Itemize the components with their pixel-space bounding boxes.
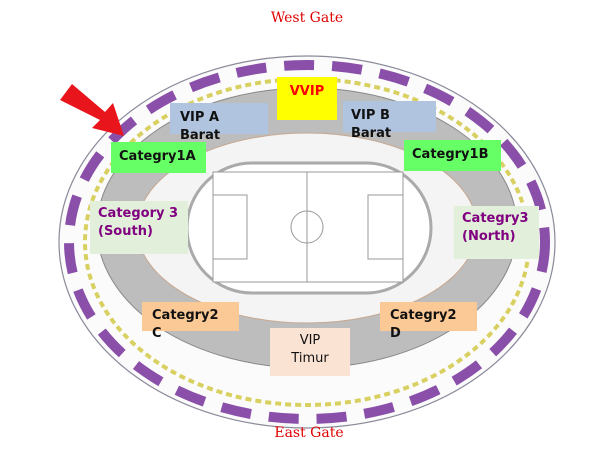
zone-label: Categry2 C <box>152 308 219 341</box>
zone-label: VIP <box>299 333 321 348</box>
zone-label: VVIP <box>289 84 325 99</box>
zone-category-3-north[interactable]: Categry3 (North) <box>454 206 539 259</box>
zone-vip-a-barat[interactable]: VIP A Barat <box>170 103 268 143</box>
zone-label: Categry1B <box>412 147 489 162</box>
zone-category-1b[interactable]: Categry1B <box>404 140 501 171</box>
penalty-box-right <box>367 194 404 260</box>
zone-vip-b-barat[interactable]: VIP B Barat <box>343 101 436 141</box>
zone-label: VIP A Barat <box>180 110 221 143</box>
west-gate-label: West Gate <box>270 10 344 26</box>
penalty-box-left <box>212 194 248 260</box>
zone-label: Categry2 D <box>390 308 457 341</box>
zone-label: Categry3 <box>462 211 529 226</box>
center-circle <box>290 210 324 244</box>
zone-vip-timur[interactable]: VIP Timur <box>270 328 350 376</box>
zone-vvip[interactable]: VVIP <box>277 77 337 120</box>
zone-category-1a[interactable]: Categry1A <box>111 142 206 173</box>
field <box>212 171 404 283</box>
zone-label: VIP B Barat <box>351 108 392 141</box>
zone-sublabel: (North) <box>462 229 516 244</box>
zone-label: Categry1A <box>119 149 196 164</box>
zone-category-3-south[interactable]: Category 3 (South) <box>90 201 188 254</box>
purple-concourse <box>64 60 550 424</box>
east-gate-label: East Gate <box>274 425 344 441</box>
zone-sublabel: Timur <box>291 351 329 366</box>
zone-label: Category 3 <box>98 206 179 221</box>
zone-category-2d[interactable]: Categry2 D <box>380 302 477 341</box>
zone-sublabel: (South) <box>98 224 153 239</box>
red-arrow-icon <box>60 84 124 136</box>
zone-category-2c[interactable]: Categry2 C <box>142 302 239 341</box>
